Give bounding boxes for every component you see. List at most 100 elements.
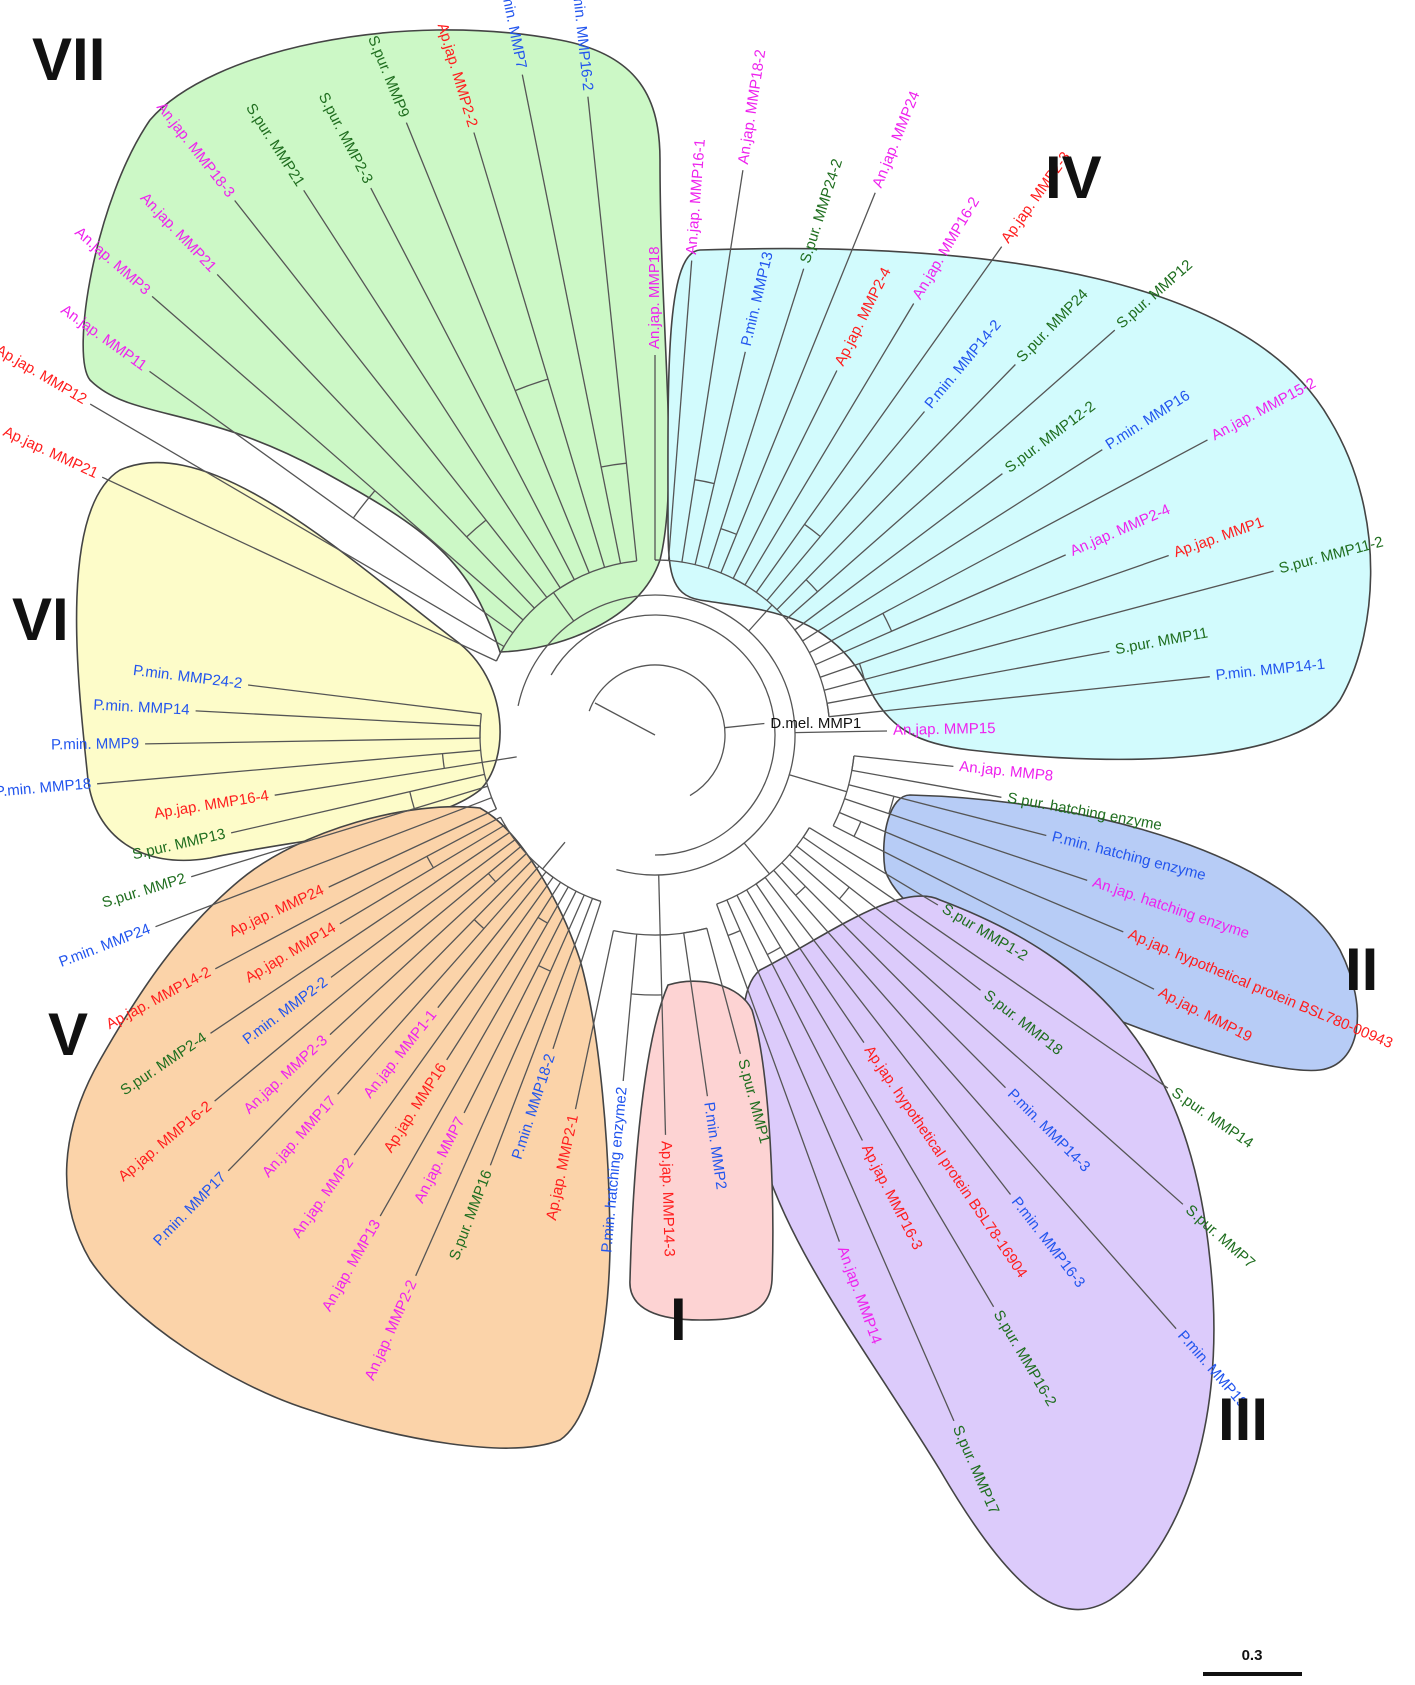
branch-an-jap-mmp13 xyxy=(379,886,569,1217)
branch-s-pur-mmp2-4 xyxy=(210,831,511,1034)
tip-label-an-jap-mmp16-1: An.jap. MMP16-1 xyxy=(683,138,709,255)
branch-s-pur-mmp1 xyxy=(706,928,742,1054)
node-arc-p-min-mmp16-3 xyxy=(755,876,766,885)
node-arc-ap-jap-mmp24 xyxy=(490,797,497,810)
clade-label-VII: VII xyxy=(32,26,105,93)
branch-p-min-mmp16-2 xyxy=(587,96,638,562)
branch-ap-jap-mmp2-2 xyxy=(473,132,606,568)
tip-label-ap-jap-mmp21: Ap.jap. MMP21 xyxy=(0,423,100,482)
branch-p-min-hatching-enzyme2 xyxy=(622,934,638,1082)
node-arc-ap-jap-mmp14-3 xyxy=(631,993,662,996)
tip-label-s-pur-mmp2: S.pur. MMP2 xyxy=(100,870,188,912)
node-arc-p-min-mmp18-2 xyxy=(592,897,602,903)
tip-label-d-mel-mmp1: D.mel. MMP1 xyxy=(770,715,861,732)
clade-backgrounds xyxy=(65,29,1372,1611)
backbone-arc-mid xyxy=(550,614,776,856)
branch-s-pur-mmp12-2 xyxy=(794,473,1003,631)
node-arc-ap-jap-mmp21 xyxy=(495,646,505,662)
node-arc-s-pur-mmp1-2 xyxy=(802,827,810,838)
branch-p-min-mmp24-2 xyxy=(248,684,482,715)
branch-s-pur-mmp11-2 xyxy=(824,570,1274,691)
tip-label-p-min-mmp9: P.min. MMP9 xyxy=(51,735,139,754)
tip-label-p-min-mmp18: P.min. MMP18 xyxy=(0,775,92,800)
branch-p-min-mmp2 xyxy=(683,932,709,1097)
branch-s-pur-mmp18 xyxy=(796,845,981,991)
branch-s-pur-mmp12 xyxy=(785,329,1116,620)
clade-stem-V xyxy=(542,841,566,870)
branch-ap-jap-mmp24 xyxy=(328,808,497,888)
backbone-arc-inner xyxy=(588,664,726,797)
branch-ap-jap-mmp16 xyxy=(446,881,562,1061)
clade-stem-VII xyxy=(552,592,575,622)
clade-label-II: II xyxy=(1345,936,1378,1003)
branch-s-pur-mmp24 xyxy=(776,364,1016,611)
branch-an-jap-hatching-enzyme xyxy=(844,798,1088,882)
tree-branches xyxy=(89,74,1274,1422)
branch-an-jap-mmp18-3 xyxy=(234,200,548,598)
branch-s-pur-mmp2-3 xyxy=(370,187,575,580)
branch-p-min-mmp13 xyxy=(694,351,746,565)
branch-s-pur-mmp14 xyxy=(802,836,1169,1089)
branch-s-pur-mmp24-2 xyxy=(707,268,805,569)
branch-p-min-mmp16 xyxy=(802,449,1103,642)
branch-ap-jap-mmp16-2 xyxy=(214,846,521,1102)
branch-ap-jap-mmp12 xyxy=(89,403,505,648)
node-arc-s-pur-mmp16-2 xyxy=(767,946,782,956)
branch-an-jap-mmp1-1 xyxy=(437,871,547,1009)
node-arc-p-min-mmp2-2 xyxy=(509,832,516,841)
branch-s-pur-mmp16-2 xyxy=(746,889,995,1308)
branch-s-pur-hatching-enzyme xyxy=(851,769,1002,798)
clade-label-I: I xyxy=(670,1286,687,1353)
branch-p-min-mmp14-2 xyxy=(766,411,925,601)
branch-p-min-mmp18 xyxy=(97,749,481,785)
clade-stem-single xyxy=(794,730,856,734)
tip-label-ap-jap-mmp14-3: Ap.jap. MMP14-3 xyxy=(658,1141,678,1257)
clade-label-V: V xyxy=(48,1001,88,1068)
branch-ap-jap-mmp1 xyxy=(819,554,1169,678)
branch-p-min-mmp18-2 xyxy=(552,901,602,1050)
branch-an-jap-mmp21 xyxy=(216,273,535,609)
branch-s-pur-mmp2 xyxy=(191,785,488,878)
clade-stem-II xyxy=(789,774,847,793)
tip-label-an-jap-mmp18-2: An.jap. MMP18-2 xyxy=(735,48,770,165)
branch-p-min-mmp7 xyxy=(521,74,622,564)
clade-stem-IV xyxy=(748,604,773,632)
branch-ap-jap-mmp16-4 xyxy=(274,761,483,796)
branch-s-pur-mmp13 xyxy=(230,773,485,834)
branch-an-jap-mmp24 xyxy=(720,192,876,574)
scale-bar-label: 0.3 xyxy=(1242,1647,1263,1664)
clade-IV-background xyxy=(667,247,1372,761)
clade-arc-V xyxy=(499,816,602,903)
node-arc-s-pur-mmp1 xyxy=(683,927,707,934)
tip-label-an-jap-mmp18: An.jap. MMP18 xyxy=(646,246,663,349)
branch-an-jap-mmp7 xyxy=(463,890,577,1114)
branch-ap-jap-mmp2-3 xyxy=(755,246,1003,593)
branch-ap-jap-mmp2-4 xyxy=(732,370,838,579)
scale-bar: 0.3 xyxy=(1203,1647,1302,1676)
branch-ap-jap-mmp19 xyxy=(832,825,1155,990)
branch-an-jap-mmp16-2 xyxy=(744,303,915,586)
branch-an-jap-mmp18-2 xyxy=(681,170,744,563)
branch-p-min-mmp14 xyxy=(195,710,481,727)
branch-s-pur-mmp21 xyxy=(303,189,561,589)
branch-ap-jap-hypothetical-protein-bsl780-00943 xyxy=(839,811,1124,933)
branch-an-jap-mmp8 xyxy=(853,755,954,768)
clade-I-background xyxy=(629,980,774,1321)
node-arc-s-pur-mmp12-2 xyxy=(794,629,804,642)
branch-ap-jap-mmp14 xyxy=(339,824,506,925)
tip-label-p-min-mmp24: P.min. MMP24 xyxy=(57,920,153,970)
branch-outgroup xyxy=(724,722,765,729)
branch-an-jap-mmp15 xyxy=(854,730,888,733)
clade-stem-III xyxy=(743,842,771,875)
clade-label-IV: IV xyxy=(1045,144,1102,211)
branch-s-pur-mmp9 xyxy=(405,122,590,574)
branch-an-jap-mmp2-4 xyxy=(815,554,1066,666)
branch-an-jap-mmp3 xyxy=(151,295,524,621)
branch-ap-jap-mmp16-3 xyxy=(736,895,863,1141)
branch-p-min-mmp16-3 xyxy=(764,877,1012,1195)
branch-p-min-mmp24 xyxy=(155,797,492,928)
branch-an-jap-mmp17 xyxy=(337,865,540,1095)
tip-label-an-jap-mmp8: An.jap. MMP8 xyxy=(958,758,1053,785)
